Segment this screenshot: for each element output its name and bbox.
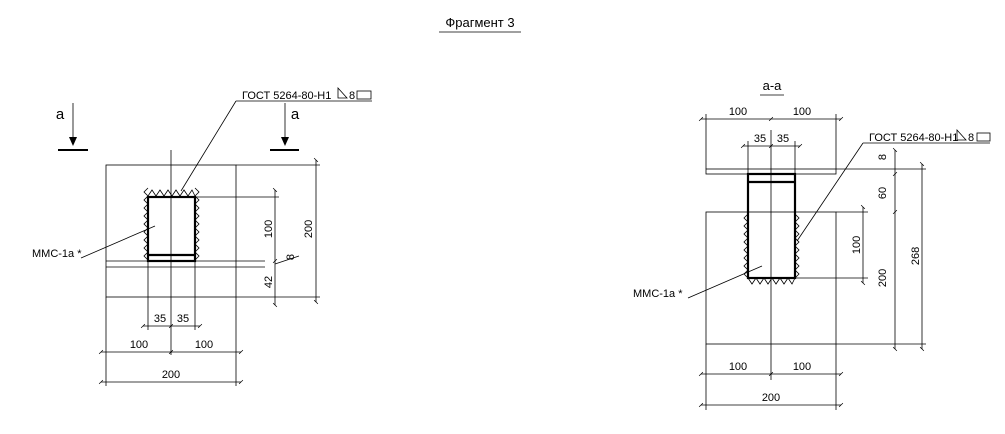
svg-text:8: 8	[285, 254, 297, 260]
right-vertical-dims: 8 60 100 200 268	[795, 147, 926, 352]
section-arrow-head	[69, 137, 77, 146]
svg-text:35: 35	[177, 313, 189, 325]
svg-text:ГОСТ 5264-80-Н1: ГОСТ 5264-80-Н1	[242, 90, 331, 102]
material-callout-left: ММС-1а *	[32, 225, 156, 260]
svg-text:ММС-1а *: ММС-1а *	[32, 248, 82, 260]
weld-hatch-left	[143, 187, 149, 261]
steel-tube	[746, 172, 797, 280]
weld-hatch-top	[147, 189, 196, 197]
left-vertical-dims: 100 200 8 42	[195, 157, 320, 308]
svg-text:42: 42	[263, 276, 275, 288]
material-leader-line	[80, 225, 156, 259]
svg-text:8: 8	[968, 132, 974, 144]
weld-triangle-symbol	[337, 86, 348, 99]
steel-insert	[146, 195, 197, 263]
svg-text:8: 8	[349, 90, 355, 102]
svg-text:100: 100	[729, 106, 747, 118]
section-marker-left: а	[56, 103, 88, 151]
svg-text:100: 100	[130, 339, 148, 351]
svg-text:100: 100	[793, 106, 811, 118]
weld-callout-right: ГОСТ 5264-80-Н1 8	[796, 128, 991, 242]
drawing-title: Фрагмент 3	[439, 15, 521, 33]
svg-text:8: 8	[877, 154, 889, 160]
weld-leader-line	[180, 100, 237, 192]
weld-hatch-right	[194, 187, 200, 261]
section-hatch-bottom	[747, 277, 796, 285]
svg-text:100: 100	[263, 220, 275, 238]
svg-text:200: 200	[762, 392, 780, 404]
svg-text:а: а	[291, 106, 300, 123]
right-top-dims: 100 100 35 35	[698, 106, 844, 174]
title-text: Фрагмент 3	[445, 15, 514, 30]
svg-text:35: 35	[754, 133, 766, 145]
svg-text:100: 100	[729, 361, 747, 373]
svg-text:100: 100	[793, 361, 811, 373]
section-marker-right: а	[270, 103, 300, 151]
svg-text:200: 200	[162, 369, 180, 381]
svg-text:35: 35	[154, 313, 166, 325]
svg-text:268: 268	[910, 247, 922, 265]
left-horizontal-dims: 35 35 100 100 200	[98, 261, 244, 386]
svg-text:200: 200	[303, 220, 315, 238]
svg-text:100: 100	[851, 236, 863, 254]
material-callout-right: ММС-1а *	[633, 265, 763, 300]
weld-box-symbol	[356, 90, 372, 100]
section-title: а-а	[760, 78, 784, 96]
left-view: а а ГОСТ 5264-80-Н1 8	[32, 86, 372, 386]
svg-text:100: 100	[195, 339, 213, 351]
weld-callout-left: ГОСТ 5264-80-Н1 8	[180, 86, 372, 192]
section-hatch-right	[794, 213, 800, 279]
svg-text:ММС-1а *: ММС-1а *	[633, 288, 683, 300]
svg-text:60: 60	[877, 187, 889, 199]
svg-text:а: а	[56, 106, 65, 123]
svg-text:а-а: а-а	[763, 78, 783, 93]
svg-text:ГОСТ 5264-80-Н1: ГОСТ 5264-80-Н1	[869, 132, 958, 144]
section-hatch-left	[743, 213, 749, 279]
right-bottom-dims: 100 100 200	[698, 344, 844, 410]
svg-text:200: 200	[877, 269, 889, 287]
right-view: а-а ГОСТ 5264-80-Н1 8 ММС-1а *	[633, 78, 991, 410]
svg-text:35: 35	[777, 133, 789, 145]
